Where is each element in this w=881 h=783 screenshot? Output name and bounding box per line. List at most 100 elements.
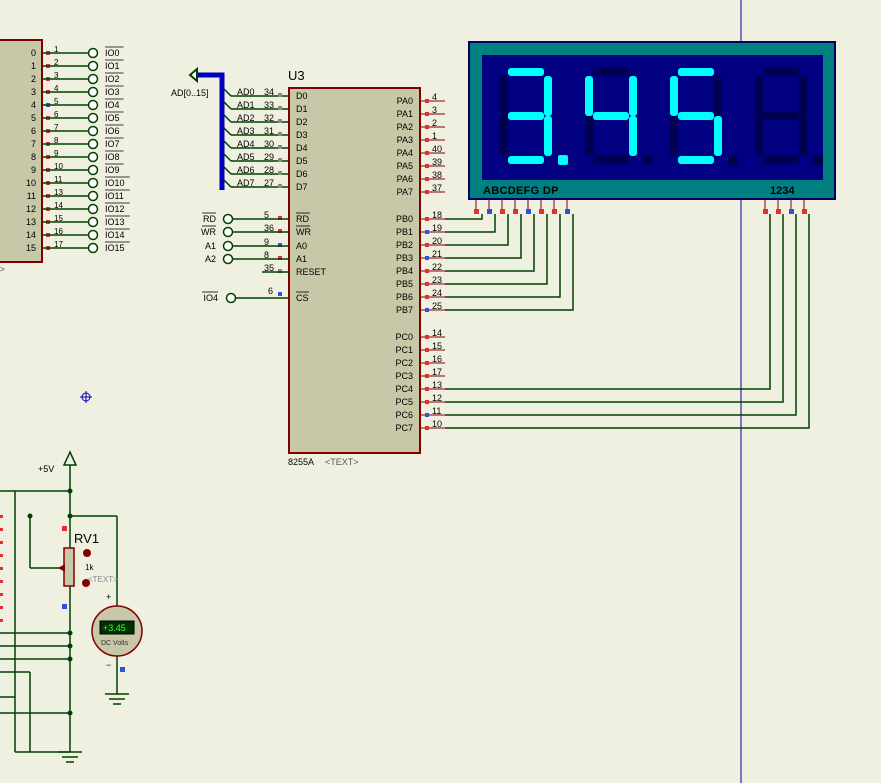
ctrl-terminal-icon[interactable] [222,253,234,265]
ctrl-terminal-icon[interactable] [222,226,234,238]
u3-pin-name: D2 [296,117,308,127]
crosshair-cursor-icon [80,391,92,403]
pb-segment-wire[interactable] [445,214,561,298]
u3-pin-marker [425,164,429,168]
u3-pin-marker [425,230,429,234]
u3-pin-name: D4 [296,143,308,153]
u3-pin-name: D0 [296,91,308,101]
display-seg-pin [539,209,544,214]
display-seg-pin [500,209,505,214]
pb-segment-wire[interactable] [445,214,548,285]
io-wire-number: 11 [54,175,63,184]
pb-segment-wire[interactable] [445,214,483,220]
u3-port-pin-name: PC2 [395,358,413,368]
io-terminal-icon[interactable] [87,203,99,215]
display-segment-label: ABCDEFG DP [483,185,559,197]
cs-terminal-icon[interactable] [225,292,237,304]
io-terminal-icon[interactable] [87,138,99,150]
u3-pin-marker [425,413,429,417]
io-terminal-icon[interactable] [87,99,99,111]
io-terminal-icon[interactable] [87,47,99,59]
u3-pin-marker [425,282,429,286]
io-terminal-icon[interactable] [87,190,99,202]
bus-line[interactable] [196,72,225,190]
u3-pin-marker [278,93,282,97]
io-terminal-icon[interactable] [87,151,99,163]
digit-segment [755,76,763,116]
u3-pin-number: 17 [432,367,442,377]
io-decoder-body[interactable] [0,39,43,263]
u3-pin-number: 39 [432,157,442,167]
u3-pin-name: RESET [296,267,327,277]
io-terminal-label: IO0 [105,48,120,58]
offscreen-pin-marker [0,606,3,609]
u3-pin-marker [278,216,282,220]
u3-pin-number: 11 [432,406,441,416]
digit-segment [585,116,593,156]
pb-segment-wire[interactable] [445,214,535,272]
ctrl-terminal-icon[interactable] [222,240,234,252]
u3-pin-number: 21 [432,249,442,259]
io-terminal-icon[interactable] [87,229,99,241]
u3-port-pin-name: PA5 [397,161,413,171]
u3-pin-marker [278,119,282,123]
u3-pin-marker [278,184,282,188]
digit-segment [678,112,714,120]
io-terminal-icon[interactable] [87,177,99,189]
u3-pin-marker [425,387,429,391]
pb-segment-wire[interactable] [445,214,509,246]
digit-segment [670,116,678,156]
u3-port-pin-name: PB4 [396,266,413,276]
u3-pin-number: 5 [264,210,269,220]
io-terminal-icon[interactable] [87,216,99,228]
offscreen-pin-marker [0,528,3,531]
digit-segment [508,156,544,164]
pb-segment-wire[interactable] [445,214,496,233]
data-net-label: AD3 [237,126,255,136]
u3-pin-marker [278,256,282,260]
u3-body[interactable] [288,87,421,454]
u3-pin-marker [425,426,429,430]
u3-pin-name: A0 [296,241,307,251]
u3-pin-marker [278,145,282,149]
pb-segment-wire[interactable] [445,214,522,259]
io-terminal-icon[interactable] [87,164,99,176]
pot-body[interactable] [63,547,75,587]
digit-segment [714,76,722,116]
io-terminal-label: IO3 [105,87,120,97]
io-wire-number: 16 [54,227,63,236]
pc-digit-wire[interactable] [445,214,771,390]
io-terminal-icon[interactable] [87,60,99,72]
io-terminal-icon[interactable] [87,86,99,98]
io-terminal-icon[interactable] [87,242,99,254]
digit-segment [678,156,714,164]
digit-segment [678,68,714,76]
io-terminal-label: IO15 [105,243,125,253]
bus-terminal-icon [188,66,198,84]
io-terminal-icon[interactable] [87,112,99,124]
io-pin-number: 2 [31,74,36,84]
u3-pin-number: 9 [264,237,269,247]
pc-digit-wire[interactable] [445,214,810,429]
io-terminal-label: IO11 [105,191,124,201]
digit-dp [643,155,653,165]
u3-pin-marker [425,348,429,352]
pc-digit-wire[interactable] [445,214,797,416]
u3-port-pin-name: PC3 [395,371,413,381]
digit-segment [593,112,629,120]
pc-digit-wire[interactable] [445,214,784,403]
probe-dot-bottom-icon [82,579,90,587]
ctrl-terminal-icon[interactable] [222,213,234,225]
u3-pin-number: 38 [432,170,442,180]
io-wire-number: 7 [54,123,59,132]
digit-segment [585,76,593,116]
u3-pin-marker [425,177,429,181]
pb-segment-wire[interactable] [445,214,574,311]
display-digit-pin [802,209,807,214]
u3-pin-marker [425,400,429,404]
io-terminal-icon[interactable] [87,73,99,85]
io-terminal-icon[interactable] [87,125,99,137]
u3-pin-number: 12 [432,393,442,403]
